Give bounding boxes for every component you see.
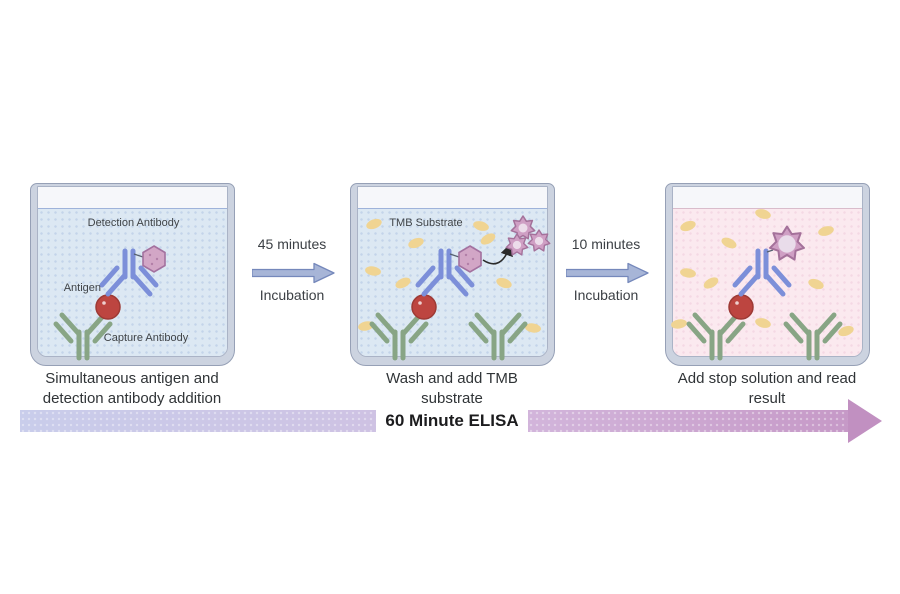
- capture-antibody-2-icon: [471, 315, 525, 358]
- antigen-icon: [95, 294, 121, 320]
- timeline-bar-left: [20, 410, 376, 432]
- enzyme-icon: [142, 245, 166, 273]
- capture-antibody-icon: [689, 315, 743, 358]
- product-star-icon: [769, 225, 805, 261]
- well-step-1: Detection Antibody Antigen Capture Antib…: [30, 183, 235, 366]
- well-1-liquid: [38, 208, 227, 356]
- timeline-bar-right: [528, 410, 848, 432]
- well-3-art: [670, 207, 856, 367]
- reaction-arrow-icon: [482, 242, 513, 265]
- well-2-art: [357, 215, 551, 367]
- capture-antibody-2-icon: [786, 315, 840, 358]
- antigen-label: Antigen: [63, 282, 101, 294]
- well-step-2: TMB Substrate: [350, 183, 555, 366]
- enzyme-linker-icon: [133, 253, 144, 258]
- enzyme-linker-icon: [449, 253, 460, 258]
- transition-2-duration: 10 minutes: [571, 236, 641, 252]
- transition-1-duration: 45 minutes: [257, 236, 327, 252]
- incubation-arrow-2-icon: [566, 262, 649, 284]
- step-3-caption: Add stop solution and read result: [677, 370, 857, 407]
- product-linker-icon: [766, 249, 774, 253]
- well-1-vessel: [37, 186, 228, 357]
- capture-antibody-icon: [372, 315, 426, 358]
- detection-antibody-label: Detection Antibody: [87, 217, 180, 229]
- enzyme-icon: [458, 245, 482, 273]
- well-1-art: [31, 245, 166, 367]
- step-1-caption: Simultaneous antigen and detection antib…: [42, 370, 222, 407]
- product-stars-icon: [505, 215, 551, 256]
- incubation-arrow-1-icon: [252, 262, 335, 284]
- timeline-title: 60 Minute ELISA: [385, 411, 519, 430]
- antigen-icon: [411, 294, 437, 320]
- antigen-icon: [728, 294, 754, 320]
- timeline-arrowhead-icon: [848, 399, 882, 443]
- well-step-3: [665, 183, 870, 366]
- tmb-substrate-label: TMB Substrate: [389, 217, 463, 229]
- transition-2-phase: Incubation: [573, 287, 639, 303]
- step-2-caption: Wash and add TMB substrate: [386, 370, 518, 407]
- capture-antibody-label: Capture Antibody: [103, 332, 189, 344]
- transition-1-phase: Incubation: [259, 287, 325, 303]
